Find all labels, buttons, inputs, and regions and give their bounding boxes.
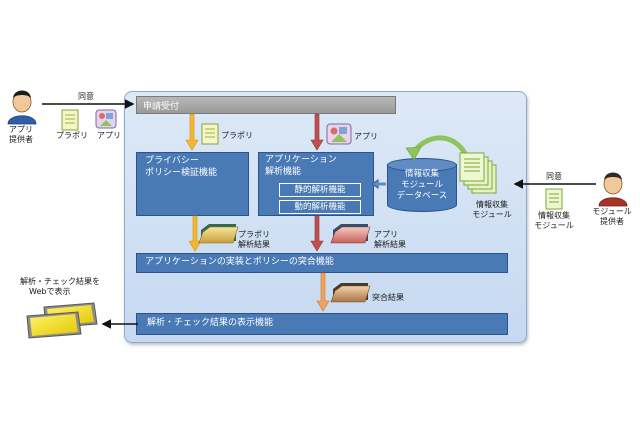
database-line3: データベース	[396, 191, 448, 201]
app-analysis-line2: 解析機能	[265, 167, 302, 177]
module-stack-label-line1: 情報収集	[476, 200, 508, 209]
privacy-box-line2: ポリシー検証機能	[145, 168, 218, 178]
match-result-folder-icon	[330, 283, 371, 303]
policy-result-label-line2: 解析結果	[238, 240, 270, 249]
app-result-folder-icon	[330, 224, 371, 244]
module-provider-person-icon	[598, 172, 628, 207]
static-analysis-box: 静的解析機能	[279, 183, 361, 197]
module-provider-label-line1: モジュール	[592, 207, 632, 216]
app-analysis-box: アプリケーション 解析機能 静的解析機能 動的解析機能	[258, 152, 374, 216]
policy-icon-label: プラポリ	[56, 131, 88, 140]
policy-document-flow-icon	[201, 123, 219, 145]
module-document-icon	[545, 188, 563, 210]
orange-arrow-2	[188, 215, 202, 252]
matching-function-label: アプリケーションの実装とポリシーの突合機能	[145, 257, 334, 267]
policy-document-icon	[61, 109, 79, 131]
web-display-icon	[26, 302, 98, 339]
reception-label: 申請受付	[143, 102, 180, 112]
app-provider-label-line1: アプリ	[9, 125, 33, 134]
app-flow-icon	[326, 123, 352, 145]
policy-result-folder-icon	[198, 224, 239, 244]
dynamic-analysis-box: 動的解析機能	[279, 200, 361, 214]
match-result-label: 突合結果	[372, 293, 404, 302]
module-database: 情報収集 モジュール データベース	[387, 158, 457, 212]
policy-result-label-line1: プラポリ	[238, 230, 270, 239]
peach-arrow	[316, 272, 330, 312]
database-line1: 情報収集	[404, 169, 439, 179]
red-arrow-2	[310, 215, 324, 252]
privacy-box-line1: プライバシー	[145, 156, 199, 166]
app-result-label-line1: アプリ	[374, 230, 398, 239]
consent-right-label: 同意	[546, 172, 562, 181]
app-provider-label-line2: 提供者	[9, 135, 33, 144]
orange-arrow-1	[185, 113, 199, 151]
app-icon	[95, 109, 117, 129]
app-icon-label: アプリ	[97, 131, 121, 140]
module-doc-label-line1: 情報収集	[538, 211, 570, 220]
red-arrow-1	[310, 113, 324, 151]
app-analysis-line1: アプリケーション	[265, 155, 337, 165]
module-doc-label-line2: モジュール	[534, 221, 574, 230]
module-stack-icon	[459, 152, 497, 194]
app-provider-person-icon	[7, 90, 37, 125]
green-curved-arrow	[411, 135, 471, 161]
database-line2: モジュール	[401, 180, 443, 190]
display-function-label: 解析・チェック結果の表示機能	[147, 318, 274, 328]
web-output-label-line1: 解析・チェック結果を	[20, 277, 100, 286]
web-output-label-line2: Webで表示	[29, 287, 71, 296]
app-in-label: アプリ	[354, 132, 378, 141]
reception-bar: 申請受付	[136, 96, 396, 114]
privacy-policy-verification-box: プライバシー ポリシー検証機能	[136, 152, 249, 216]
app-result-label-line2: 解析結果	[374, 240, 406, 249]
policy-in-label: プラポリ	[221, 131, 253, 140]
module-provider-label-line2: 提供者	[600, 217, 624, 226]
matching-function-box: アプリケーションの実装とポリシーの突合機能	[136, 253, 508, 273]
module-stack-label-line2: モジュール	[472, 210, 512, 219]
consent-left-label: 同意	[78, 92, 94, 101]
